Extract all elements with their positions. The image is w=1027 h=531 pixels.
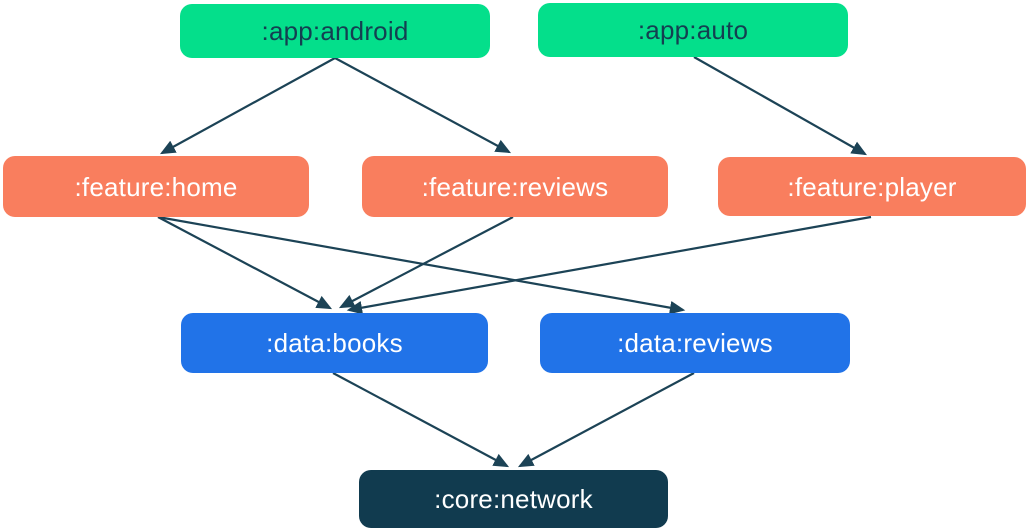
edge-feature-reviews-to-data-books [338, 216, 514, 309]
edge-app-android-to-feature-home [159, 57, 336, 155]
node-feature-home: :feature:home [3, 156, 309, 217]
node-app-android: :app:android [180, 4, 490, 58]
node-label: :app:auto [637, 15, 749, 45]
node-data-reviews: :data:reviews [540, 313, 850, 373]
edge-data-books-to-core-network [332, 372, 510, 468]
node-label: :feature:reviews [421, 171, 609, 202]
node-label: :core:network [434, 484, 593, 514]
node-feature-reviews: :feature:reviews [362, 156, 668, 217]
node-label: :app:android [261, 16, 409, 46]
edge-feature-home-to-data-reviews [157, 215, 686, 315]
node-data-books: :data:books [181, 313, 488, 373]
node-label: :data:reviews [617, 328, 773, 358]
edge-app-android-to-feature-reviews [334, 57, 512, 154]
node-label: :feature:player [787, 171, 957, 202]
edge-app-auto-to-feature-player [693, 56, 868, 156]
node-label: :feature:home [74, 171, 238, 202]
node-label: :data:books [266, 328, 403, 358]
node-feature-player: :feature:player [718, 157, 1026, 216]
edge-data-reviews-to-core-network [517, 372, 695, 468]
edge-feature-home-to-data-books [157, 216, 333, 310]
node-app-auto: :app:auto [538, 3, 848, 57]
node-core-network: :core:network [359, 470, 668, 528]
edge-feature-player-to-data-books [346, 215, 872, 315]
